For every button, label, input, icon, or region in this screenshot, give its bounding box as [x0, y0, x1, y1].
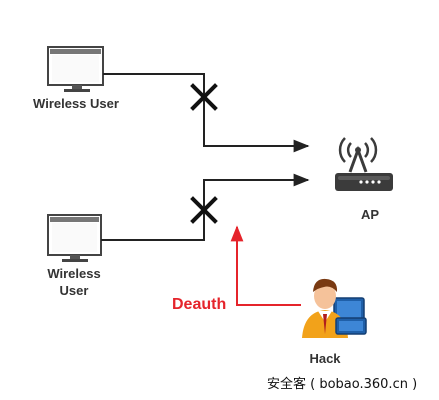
deauth-label: Deauth [172, 296, 227, 313]
ap-label: AP [360, 207, 380, 222]
wireless-router-icon [335, 137, 393, 191]
disconnect-cross-icon [190, 83, 218, 111]
wireless-user-2-label-line1: Wireless [47, 266, 101, 281]
wireless-user-2-label: Wireless User [34, 265, 114, 299]
deauth-attack-arrow [230, 225, 301, 306]
wireless-user-1-label: Wireless User [33, 96, 119, 111]
wireless-user-2-label-line2: User [59, 283, 89, 298]
link-user1-to-ap [103, 73, 310, 153]
hacker-label: Hack [309, 351, 341, 366]
monitor-icon [47, 214, 102, 262]
disconnect-cross-icon [190, 196, 218, 224]
watermark: 安全客 ( bobao.360.cn ) [267, 377, 418, 392]
monitor-icon [47, 46, 104, 92]
hacker-at-computer-icon [302, 278, 367, 338]
